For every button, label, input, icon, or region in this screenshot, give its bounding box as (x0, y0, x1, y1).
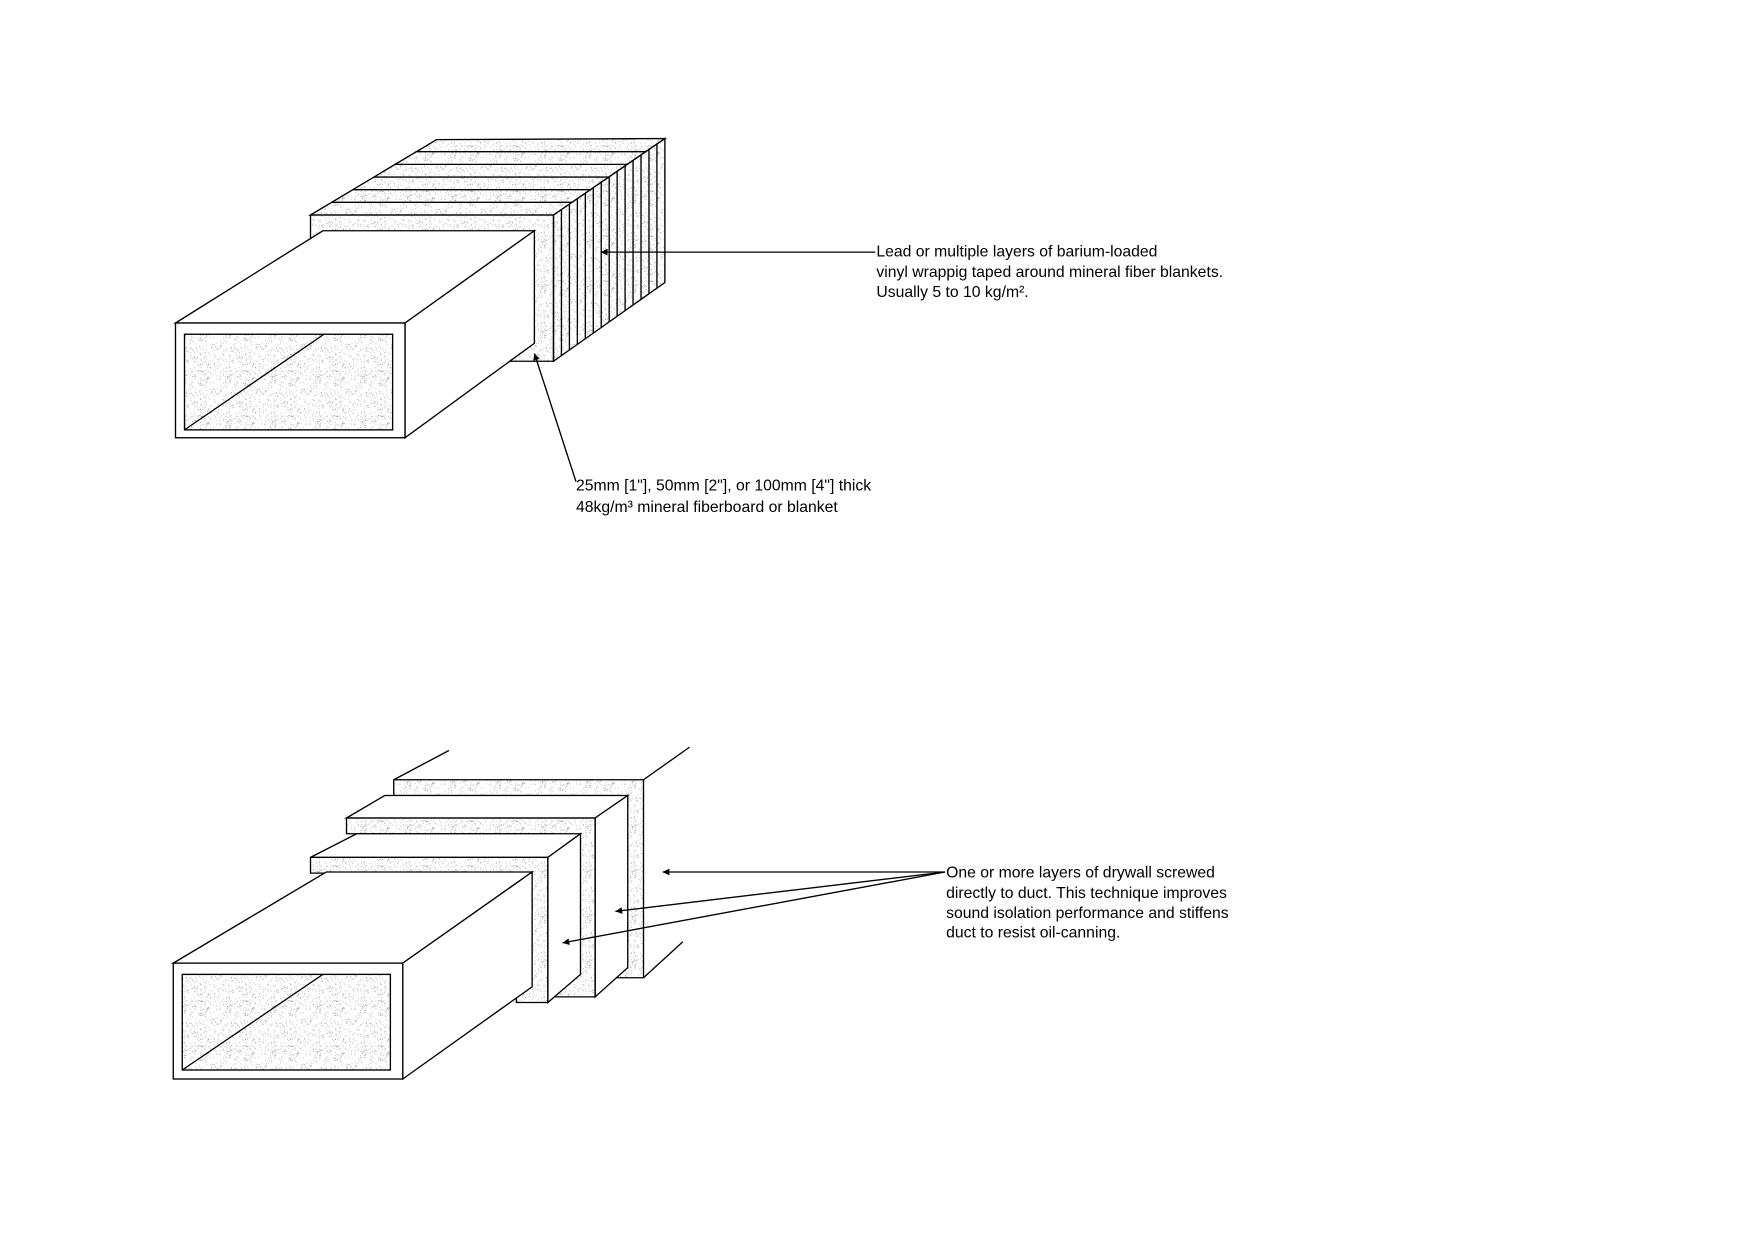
board-leader-arrow (533, 353, 577, 482)
duct-opening-lining (181, 973, 392, 1071)
wrapped-duct-diagram: Lead or multiple layers of barium-loaded… (173, 137, 1227, 516)
wrap-label-line: Lead or multiple layers of barium-loaded (876, 244, 1157, 261)
drywall-duct-diagram: One or more layers of drywall screwed di… (170, 746, 1233, 1081)
duct-opening-diagonal (184, 333, 325, 431)
drywall-leader-arrow (562, 871, 946, 945)
vinyl-wrap-layers (331, 143, 658, 356)
drywall-label-line: directly to duct. This technique improve… (946, 885, 1227, 902)
extension-line (643, 941, 684, 979)
drywall-layer-2-side (594, 794, 629, 999)
extension-line (393, 749, 450, 781)
drywall-label-line: duct to resist oil-canning. (946, 924, 1120, 941)
board-label-line: 25mm [1"], 50mm [2"], or 100mm [4"] thic… (576, 478, 871, 495)
drywall-layer-1-side (547, 832, 582, 1004)
duct-opening-lining (183, 333, 394, 431)
board-label-line: 48kg/m³ mineral fiberboard or blanket (576, 499, 838, 516)
drywall-label-line: One or more layers of drywall screwed (946, 865, 1215, 882)
board-label: 25mm [1"], 50mm [2"], or 100mm [4"] thic… (576, 478, 876, 516)
drywall-layer-1-top (310, 833, 583, 859)
wrap-label: Lead or multiple layers of barium-loaded… (876, 244, 1227, 302)
drywall-leader-arrow (615, 871, 946, 914)
drywall-label-line: sound isolation performance and stiffens (946, 905, 1229, 922)
wrap-label-line: Usually 5 to 10 kg/m². (876, 284, 1028, 301)
drywall-layer-2-top (344, 794, 630, 819)
extension-line (643, 746, 691, 781)
wrap-label-line: vinyl wrappig taped around mineral fiber… (876, 264, 1223, 281)
drywall-label: One or more layers of drywall screwed di… (946, 865, 1233, 942)
duct-opening-diagonal (181, 973, 324, 1071)
